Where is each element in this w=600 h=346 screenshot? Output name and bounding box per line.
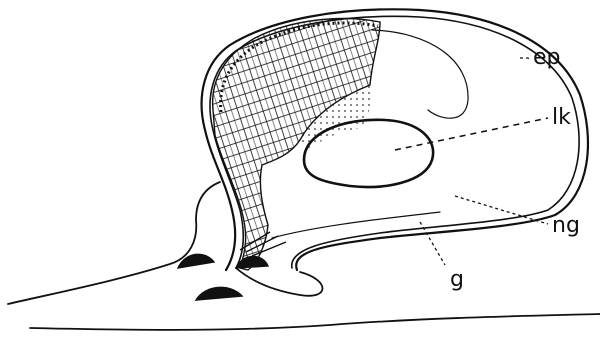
inner-contour [372,30,468,118]
leader-g [420,222,445,265]
stalk-outline [8,182,220,304]
label-lk: lk [552,105,571,130]
label-ep: ep [533,45,561,70]
leader-ep [520,58,530,60]
label-g: g [450,267,464,292]
stalk-right [236,268,323,296]
base-line [30,314,600,330]
label-ng: ng [552,213,580,238]
leader-lk [395,118,548,150]
